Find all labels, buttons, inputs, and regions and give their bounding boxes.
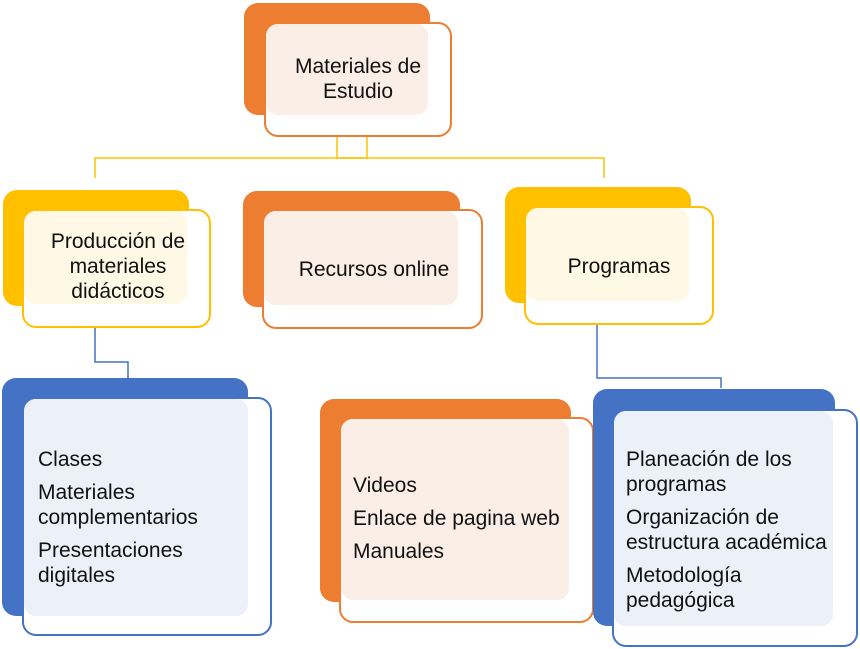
list-item: Enlace de pagina web	[353, 506, 560, 530]
list-item: Clases	[38, 447, 103, 471]
list-item: Metodología pedagógica	[626, 564, 742, 612]
root-node: Materiales de Estudio	[244, 3, 454, 138]
list-item: Manuales	[353, 539, 445, 563]
branch-label-programas: Programas	[567, 254, 671, 278]
connector-branch1-to-list	[94, 328, 129, 378]
list-items-programas: Planeación de los programas Organización…	[626, 419, 854, 641]
branch-node-programas: Programas	[505, 187, 716, 327]
branch-label-produccion: Producción de materiales didácticos	[50, 229, 186, 303]
list-item: Videos	[353, 473, 417, 497]
list-item: Presentaciones digitales	[38, 538, 183, 587]
branch-node-recursos: Recursos online	[243, 191, 485, 331]
connector-root-horizontal	[94, 157, 605, 178]
list-item: Organización de estructura académica	[626, 506, 827, 554]
list-item: Materiales complementarios	[38, 480, 198, 529]
branch-label-recursos: Recursos online	[298, 257, 450, 281]
list-node-recursos: Videos Enlace de pagina web Manuales	[320, 399, 596, 625]
list-items-recursos: Videos Enlace de pagina web Manuales	[353, 423, 585, 613]
list-node-programas: Planeación de los programas Organización…	[593, 389, 859, 648]
list-item: Planeación de los programas	[626, 448, 792, 496]
branch-node-produccion: Producción de materiales didácticos	[3, 190, 213, 330]
connector-branch3-to-list	[596, 325, 722, 388]
list-node-produccion: Clases Materiales complementarios Presen…	[2, 378, 274, 638]
list-items-produccion: Clases Materiales complementarios Presen…	[38, 408, 264, 626]
root-node-label: Materiales de Estudio	[294, 55, 422, 103]
